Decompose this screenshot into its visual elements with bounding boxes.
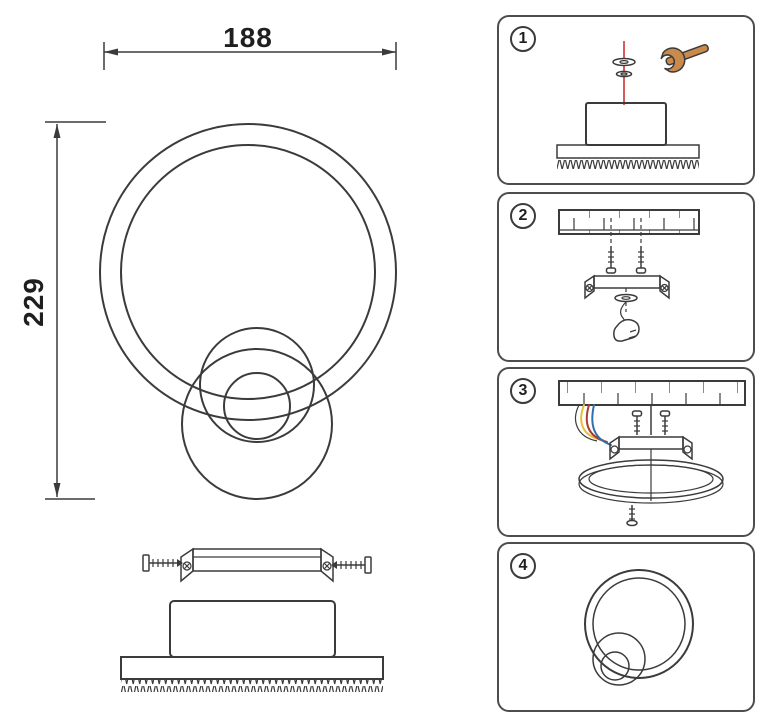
brick-wall <box>558 209 700 235</box>
step-3-illustration <box>558 380 746 527</box>
serrated-base-plate <box>120 656 384 692</box>
canopy-base <box>578 449 724 504</box>
width-dimension-lines <box>103 42 397 70</box>
serrated-base-plate <box>556 144 700 169</box>
screw-icon-right <box>331 556 372 574</box>
step-number: 1 <box>518 30 528 47</box>
step-number: 2 <box>518 207 528 224</box>
step-4-illustration <box>584 569 694 686</box>
step-number: 4 <box>518 557 528 574</box>
brick-wall <box>558 380 746 406</box>
installation-step-1: 1 <box>497 15 755 185</box>
step-2-illustration <box>558 209 700 342</box>
screw-icon <box>635 218 647 274</box>
assembled-lamp-ring <box>584 569 694 686</box>
washer-icon <box>614 293 638 303</box>
screw-icon-bottom <box>626 505 638 527</box>
washer-icon <box>612 57 636 78</box>
height-dimension-lines <box>45 121 106 500</box>
screw-icon <box>659 410 671 435</box>
lamp-base-circle <box>181 348 333 500</box>
installation-step-3: 3 <box>497 367 755 537</box>
step-number-badge: 4 <box>510 553 536 579</box>
width-dimension-label: 188 <box>223 22 273 53</box>
screw-icon <box>631 410 643 435</box>
step-1-illustration <box>556 41 709 169</box>
step-number-badge: 2 <box>510 203 536 229</box>
wire-bundle <box>575 404 612 446</box>
lamp-knob-circle <box>600 651 630 681</box>
wrench-icon <box>660 44 709 73</box>
mounting-bracket <box>584 274 670 300</box>
lamp-ring-outline <box>99 123 397 500</box>
driver-box <box>585 102 667 146</box>
step-number-badge: 1 <box>510 26 536 52</box>
lamp-joint-circle <box>592 632 646 686</box>
lamp-dimension-drawing <box>45 42 397 692</box>
installation-step-2: 2 <box>497 192 755 362</box>
screw-icon <box>605 218 617 274</box>
step-number: 3 <box>518 382 528 399</box>
lamp-knob-circle <box>223 372 291 440</box>
screw-icon-left <box>142 554 183 572</box>
installation-step-4: 4 <box>497 542 755 712</box>
driver-box <box>169 600 336 658</box>
step-number-badge: 3 <box>510 378 536 404</box>
lamp-joint-circle <box>199 327 315 443</box>
mounting-bracket <box>180 547 334 583</box>
height-dimension-label: 229 <box>18 277 49 327</box>
hand-with-wire-icon <box>613 301 640 342</box>
